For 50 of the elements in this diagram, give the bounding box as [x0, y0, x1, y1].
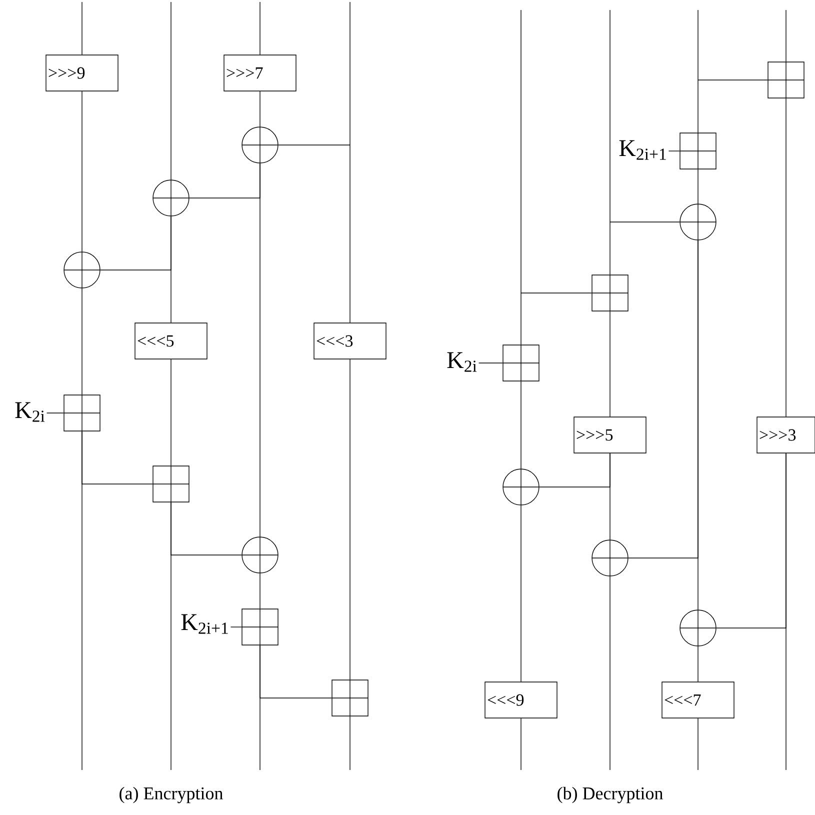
xor-symbol	[592, 540, 628, 576]
wire	[520, 381, 522, 470]
wire	[520, 718, 522, 770]
wire	[170, 2, 172, 180]
connector-line	[539, 453, 610, 488]
connector-line	[82, 431, 153, 484]
xor-symbol	[680, 610, 716, 646]
adder-symbol	[242, 608, 278, 646]
key-label: K$_{2i+1}$	[619, 140, 666, 160]
key-label: K$_{2i}$	[15, 402, 45, 422]
key-line	[478, 362, 503, 364]
connector-line	[278, 144, 350, 146]
adder-symbol	[64, 394, 100, 432]
rotation-box: <<<9	[484, 682, 558, 718]
adder-symbol	[502, 344, 540, 382]
key-label: K$_{2i+1}$	[181, 614, 228, 634]
rotation-box: >>>3	[756, 416, 815, 454]
adder-symbol	[592, 274, 628, 312]
xor-symbol	[152, 180, 190, 216]
xor-symbol	[64, 252, 100, 288]
connector-line	[260, 645, 332, 698]
rotation-box: >>>7	[224, 54, 296, 92]
rotation-box: <<<7	[662, 682, 734, 718]
key-line	[46, 412, 64, 414]
wire	[520, 10, 522, 345]
key-label: K$_{2i}$	[447, 352, 477, 372]
connector-line	[170, 502, 242, 556]
xor-symbol	[242, 536, 278, 574]
adder-symbol	[152, 466, 190, 502]
adder-symbol	[332, 680, 368, 716]
rotation-box: >>>9	[46, 54, 118, 92]
wire	[170, 359, 172, 466]
key-line	[668, 150, 680, 152]
connector-line	[716, 453, 786, 628]
xor-symbol	[680, 204, 716, 240]
connector-line	[189, 163, 260, 198]
xor-symbol	[242, 126, 278, 164]
connector-line	[628, 240, 698, 558]
wire	[520, 505, 522, 682]
adder-symbol	[680, 132, 716, 170]
key-line	[230, 626, 242, 628]
xor-symbol	[502, 468, 540, 506]
subfigure-caption: (b) Decryption	[558, 786, 663, 804]
rotation-box: <<<5	[134, 322, 208, 360]
adder-symbol	[768, 62, 804, 98]
rotation-box: <<<3	[314, 322, 386, 360]
connector-line	[520, 292, 592, 294]
subfigure-caption: (a) Encryption	[120, 786, 223, 804]
rotation-box: >>>5	[574, 416, 646, 454]
connector-line	[100, 216, 172, 270]
